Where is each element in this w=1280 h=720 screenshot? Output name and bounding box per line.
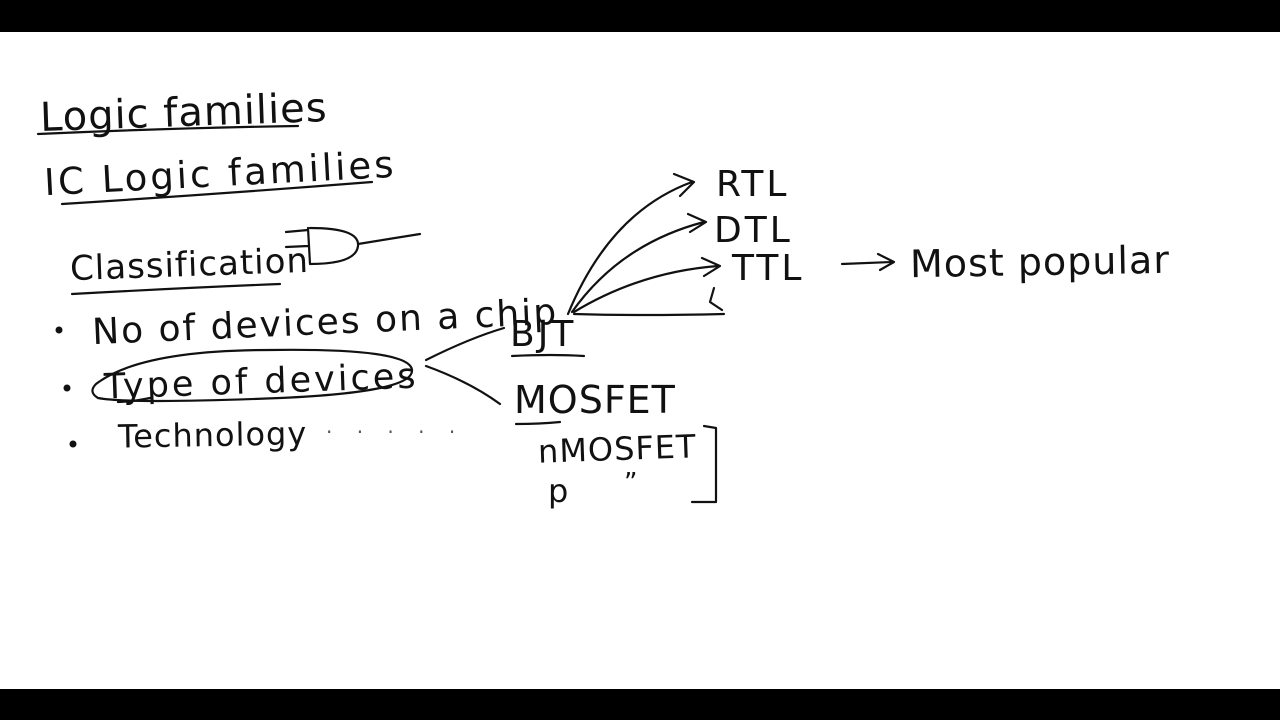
nmosfet-label: nMOSFET <box>537 427 698 471</box>
handwritten-strokes <box>36 124 896 504</box>
title-underline <box>36 124 300 136</box>
bullet-dot <box>55 326 63 334</box>
type-of-devices-underline <box>116 396 152 404</box>
family-ttl: TTL <box>732 248 805 289</box>
bullet-dot <box>69 440 77 448</box>
bjt-label: BJT <box>510 314 577 355</box>
family-rtl: RTL <box>716 164 790 205</box>
pmosfet-label: p <box>548 472 570 510</box>
whiteboard: Logic families IC Logic families Classif… <box>0 32 1280 689</box>
branch-to-mosfet <box>424 364 502 406</box>
branch-to-bjt <box>424 326 506 362</box>
family-dtl: DTL <box>714 210 793 251</box>
classification-underline <box>70 282 282 296</box>
top-letterbox-bar <box>0 0 1280 32</box>
ditto-mark: ” <box>624 468 639 498</box>
mosfet-label: MOSFET <box>514 378 676 422</box>
arrow-to-ttl <box>572 256 722 314</box>
bottom-letterbox-bar <box>0 689 1280 720</box>
most-popular-note: Most popular <box>909 237 1171 287</box>
classification-heading: Classification <box>69 240 310 290</box>
type-of-devices-circle <box>91 348 414 403</box>
and-gate-icon <box>284 226 422 266</box>
technology-ellipsis: . . . . . <box>326 414 465 438</box>
bjt-underline <box>510 353 586 358</box>
mosfet-types-bracket <box>690 424 718 504</box>
ttl-to-most-popular-arrow <box>840 252 896 272</box>
subtitle-underline <box>60 180 374 206</box>
mosfet-underline <box>514 420 562 426</box>
arrow-to-dtl <box>570 212 708 314</box>
arrow-to-fourth-family <box>572 286 726 317</box>
bullet-item-technology: Technology <box>117 414 308 456</box>
bullet-dot <box>63 384 71 392</box>
arrow-to-rtl <box>566 172 696 316</box>
